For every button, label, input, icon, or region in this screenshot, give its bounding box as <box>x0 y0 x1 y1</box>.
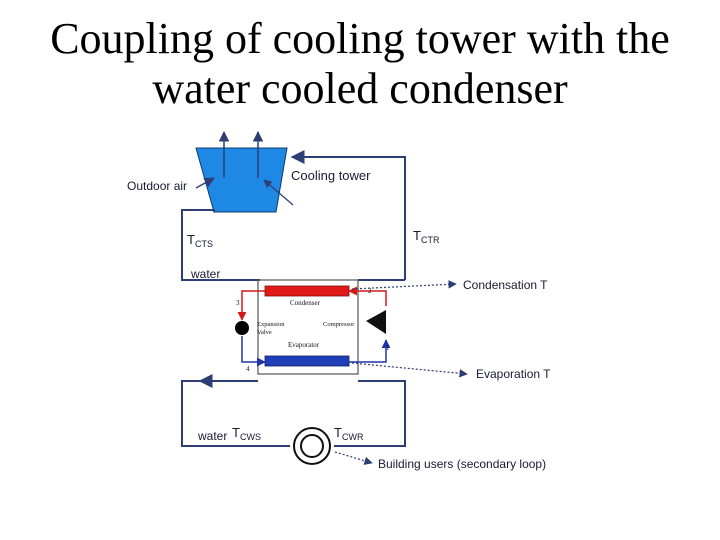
expansion-valve-label-2: Valve <box>257 329 272 336</box>
chiller-unit <box>257 279 359 375</box>
building-users-pointer <box>334 451 373 465</box>
bottom-loop-right <box>334 380 406 447</box>
refrigerant-line-right-top <box>348 286 387 306</box>
cooling-tower <box>195 147 288 213</box>
state-label-2: 2 <box>368 287 372 295</box>
condenser-coil <box>264 285 350 297</box>
tcts-label: TCTS <box>187 232 213 249</box>
cooling-tower-label: Cooling tower <box>291 168 371 183</box>
title-line-2: water cooled condenser <box>152 64 568 113</box>
tcws-label: TCWS <box>232 425 261 442</box>
expansion-valve <box>235 321 249 335</box>
outdoor-air-arrow <box>195 177 215 189</box>
state-label-4: 4 <box>246 365 250 373</box>
condensation-label: Condensation T <box>463 278 548 292</box>
state-label-1: 1 <box>386 344 390 352</box>
compressor <box>366 310 386 334</box>
supply-pipe-top <box>181 209 260 281</box>
state-label-3: 3 <box>236 299 240 307</box>
tcwr-label: TCWR <box>334 425 364 442</box>
return-pipe-top <box>290 150 406 280</box>
refrigerant-line-left-bottom <box>241 336 266 367</box>
refrigerant-line-right-bottom <box>349 339 391 363</box>
evaporation-label: Evaporation T <box>476 367 551 381</box>
compressor-label: Compressor <box>323 321 355 328</box>
refrigerant-line-left-top <box>237 290 265 321</box>
outdoor-air-label: Outdoor air <box>127 179 187 193</box>
slide-title: Coupling of cooling tower with the water… <box>0 14 720 114</box>
evaporator-label: Evaporator <box>288 341 320 349</box>
evaporator-coil <box>264 355 350 367</box>
water-top-label: water <box>190 267 220 281</box>
pump-inner <box>300 434 324 458</box>
condensation-pointer <box>351 280 457 290</box>
water-bottom-label: water <box>197 429 227 443</box>
expansion-valve-label-1: Expansion <box>257 321 285 328</box>
evaporation-pointer <box>351 362 468 378</box>
building-users-label: Building users (secondary loop) <box>378 457 546 471</box>
title-line-1: Coupling of cooling tower with the <box>50 14 670 63</box>
condenser-label: Condenser <box>290 299 321 307</box>
cooling-tower-pointer <box>263 179 294 206</box>
tctr-label: TCTR <box>413 228 440 245</box>
